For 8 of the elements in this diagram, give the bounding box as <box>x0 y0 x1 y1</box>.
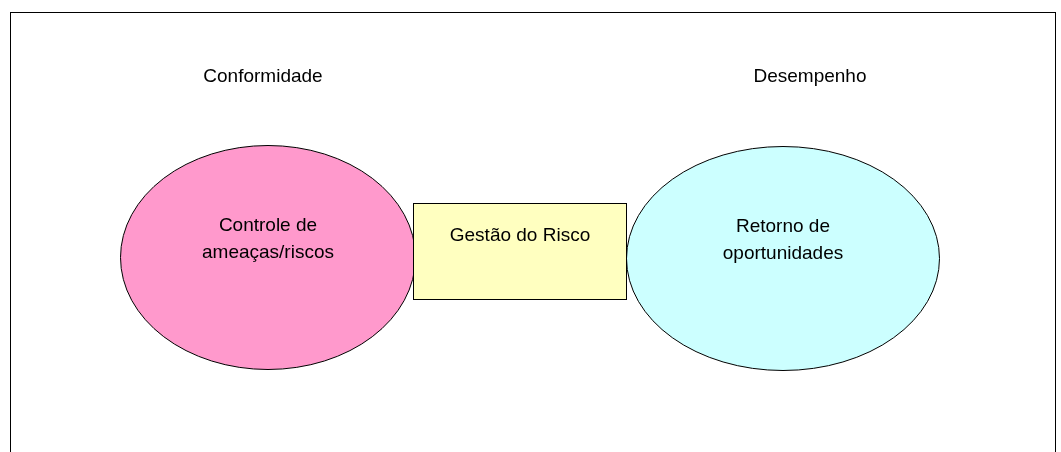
heading-label: Desempenho <box>753 65 867 87</box>
process-box <box>413 203 627 300</box>
heading-label: Conformidade <box>203 65 323 87</box>
node-label: Gestão do Risco <box>448 223 592 247</box>
ellipse <box>120 145 416 370</box>
node-label: Controle de ameaças/riscos <box>201 212 335 264</box>
node-label: Retorno de oportunidades <box>721 213 845 265</box>
ellipse <box>626 146 940 371</box>
